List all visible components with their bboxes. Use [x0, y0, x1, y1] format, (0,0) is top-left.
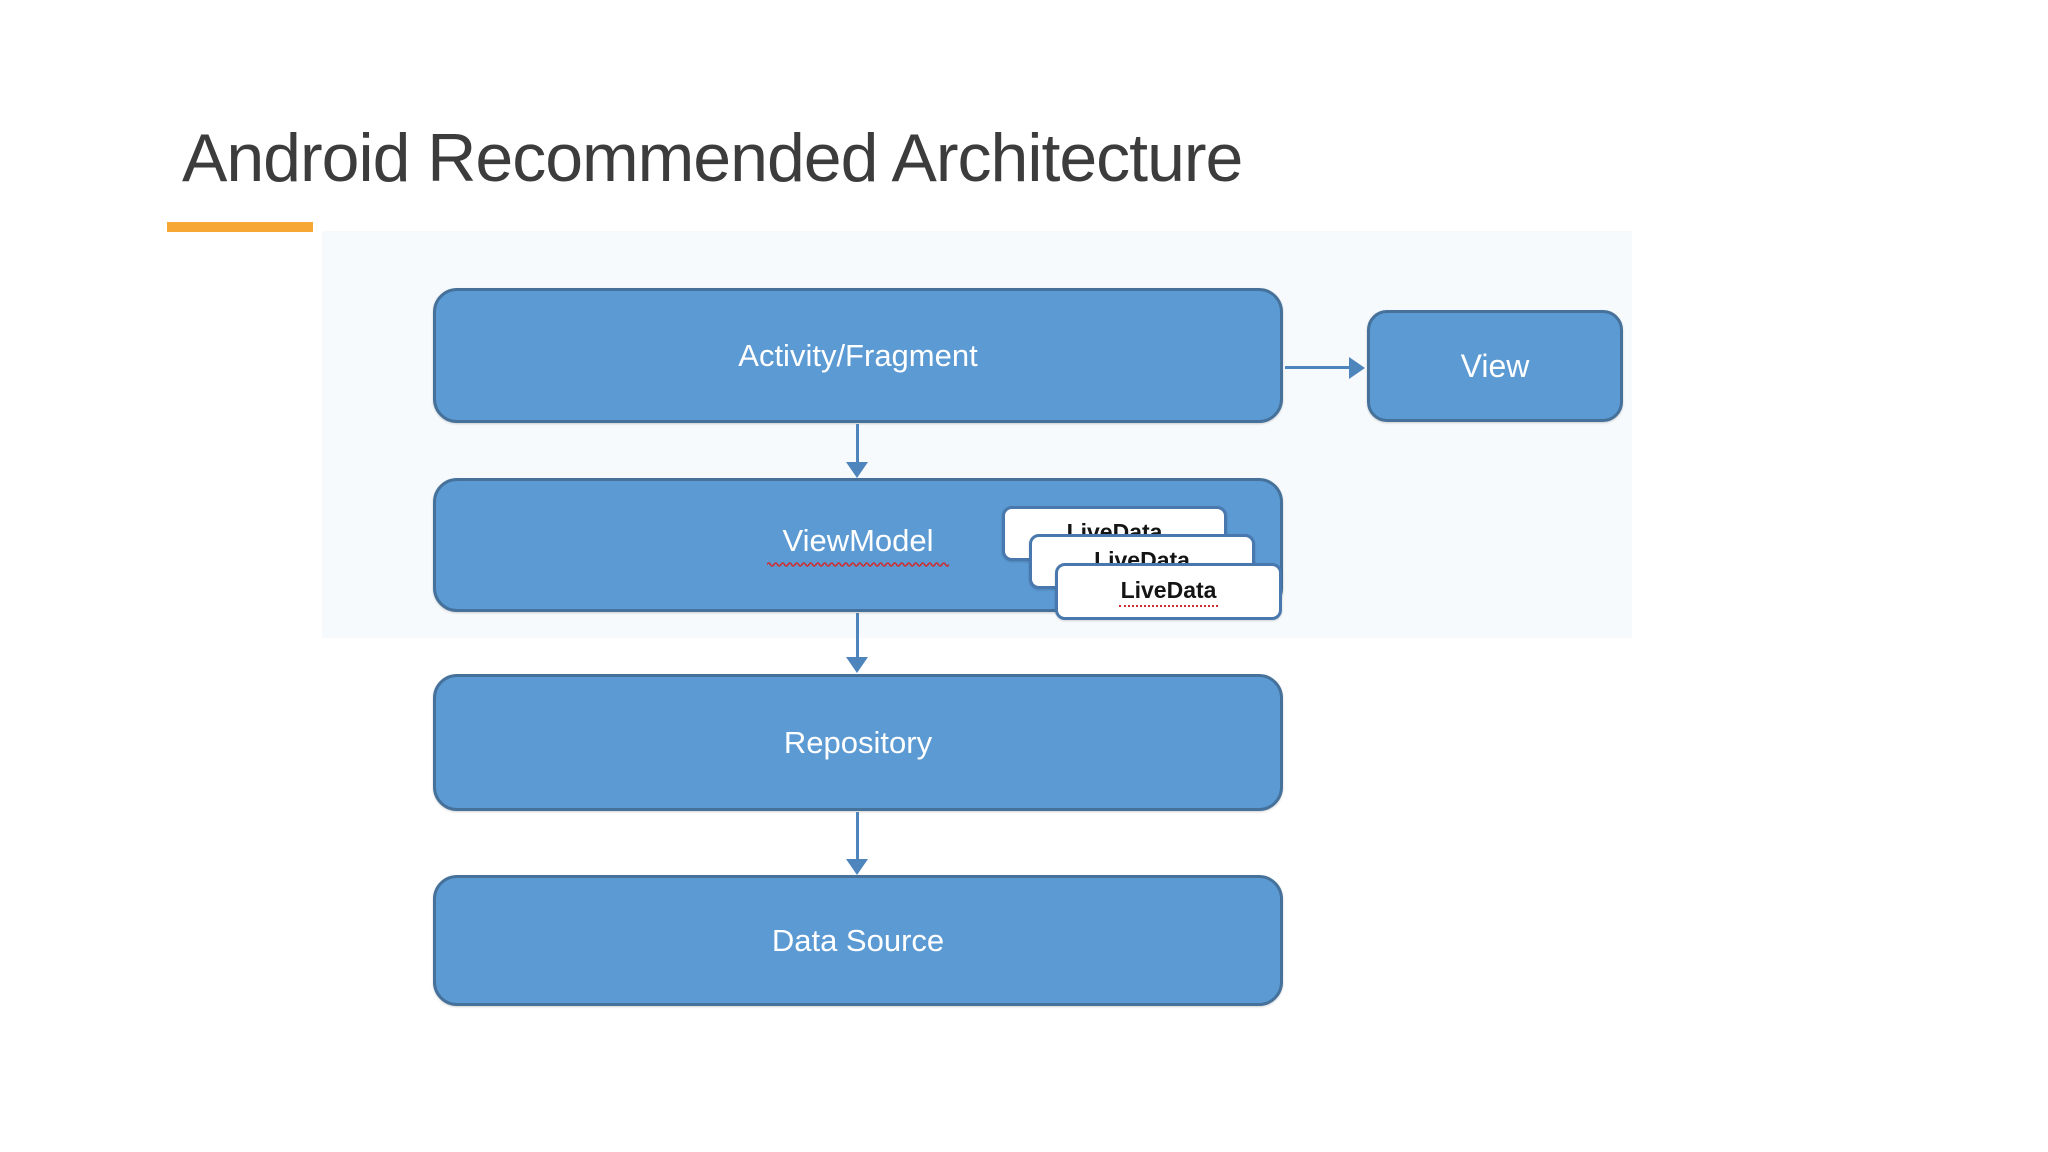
arrow-activity-to-view-line: [1285, 366, 1349, 369]
arrow-repository-to-datasource-head-icon: [846, 859, 868, 875]
page-title: Android Recommended Architecture: [182, 120, 1243, 196]
arrow-activity-to-view-head-icon: [1349, 357, 1365, 379]
arrow-viewmodel-to-repository-head-icon: [846, 657, 868, 673]
arrow-activity-to-viewmodel-head-icon: [846, 462, 868, 478]
node-view-label: View: [1460, 347, 1530, 384]
node-repository-label: Repository: [783, 724, 933, 760]
node-viewmodel-label-wrap: ViewModel: [767, 523, 949, 568]
livedata-front-label: LiveData: [1118, 577, 1219, 607]
node-repository: Repository: [433, 674, 1283, 811]
arrow-repository-to-datasource-line: [856, 812, 859, 859]
arrow-viewmodel-to-repository-line: [856, 613, 859, 657]
node-activity-fragment-label: Activity/Fragment: [738, 337, 978, 373]
node-view: View: [1367, 310, 1623, 422]
spellcheck-squiggle-underline: [767, 561, 949, 567]
node-data-source: Data Source: [433, 875, 1283, 1006]
livedata-card-front: LiveData: [1055, 563, 1282, 620]
node-data-source-label: Data Source: [771, 922, 945, 958]
node-viewmodel-label: ViewModel: [782, 522, 934, 558]
arrow-activity-to-viewmodel-line: [856, 424, 859, 462]
node-activity-fragment: Activity/Fragment: [433, 288, 1283, 423]
title-accent-bar: [167, 222, 313, 232]
